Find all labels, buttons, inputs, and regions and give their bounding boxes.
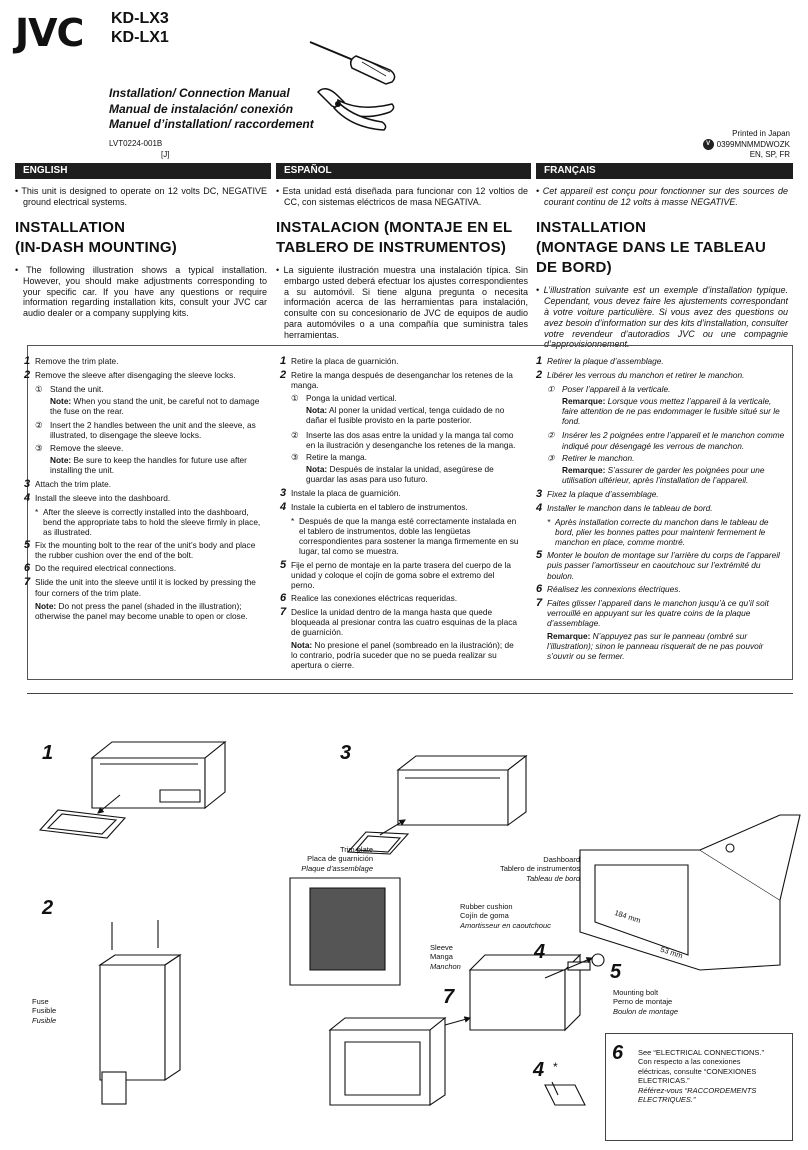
lang-bar-french: FRANÇAIS — [536, 163, 793, 179]
callout-text: See “ELECTRICAL CONNECTIONS.” Con respec… — [638, 1048, 764, 1104]
dashboard-panel — [579, 814, 801, 971]
figure-number-7: 7 — [443, 986, 455, 1008]
figure-number-6: 6 — [612, 1042, 624, 1064]
intro-french: • Cet appareil est conçu pour fonctionne… — [536, 186, 788, 350]
section-heading: INSTALLATION(MONTAGE DANS LE TABLEAU DE … — [536, 218, 767, 277]
figure-4-sleeve — [468, 953, 582, 1032]
figure-7-sleeve — [289, 877, 401, 986]
title-french: Manuel d’installation/ raccordement — [109, 117, 314, 132]
figure-number-5: 5 — [610, 961, 622, 983]
figure-number-4-detail: 4 — [533, 1059, 545, 1081]
document-number: LVT0224-001B [J] — [109, 139, 170, 159]
section-heading: INSTALLATION(IN-DASH MOUNTING) — [15, 218, 177, 256]
figure-1-unit — [90, 740, 227, 810]
tools-illustration — [309, 41, 396, 131]
pliers-icon — [316, 88, 395, 131]
title-spanish: Manual de instalación/ conexión — [109, 101, 294, 116]
model-names: KD-LX3 KD-LX1 — [111, 10, 169, 48]
title-english: Installation/ Connection Manual — [109, 86, 290, 100]
figure-3-unit — [396, 754, 528, 827]
intro-spanish: • Esta unidad está diseñada para funcion… — [276, 186, 528, 340]
figure-number-4: 4 — [534, 941, 546, 963]
manual-titles: Installation/ Connection Manual Manual d… — [109, 86, 314, 133]
steps-box — [27, 345, 793, 680]
mounting-bolt — [567, 953, 605, 971]
installation-illustrations — [38, 740, 801, 1107]
figure-number-1: 1 — [42, 742, 54, 764]
intro-english: • This unit is designed to operate on 12… — [15, 186, 267, 319]
figure-2-unit — [98, 920, 182, 1105]
model-name: KD-LX1 — [111, 28, 169, 46]
jvc-logo: JVC — [15, 11, 84, 55]
figure-7-unit — [328, 1016, 447, 1107]
figure-4-tab-detail — [544, 1081, 586, 1106]
screwdriver-icon — [309, 41, 396, 85]
figure-3-trim-plate — [346, 831, 410, 855]
callout-electrical-connections — [605, 1033, 793, 1141]
lang-bar-spanish: ESPAÑOL — [276, 163, 531, 179]
divider — [27, 693, 793, 694]
figure-number-2: 2 — [42, 897, 54, 919]
model-name: KD-LX3 — [111, 10, 169, 27]
lang-bar-english: ENGLISH — [15, 163, 271, 179]
v-badge-icon: V — [702, 139, 714, 150]
asterisk: * — [553, 1060, 558, 1074]
figure-1-trim-plate — [38, 809, 127, 839]
figure-number-3: 3 — [340, 742, 352, 764]
